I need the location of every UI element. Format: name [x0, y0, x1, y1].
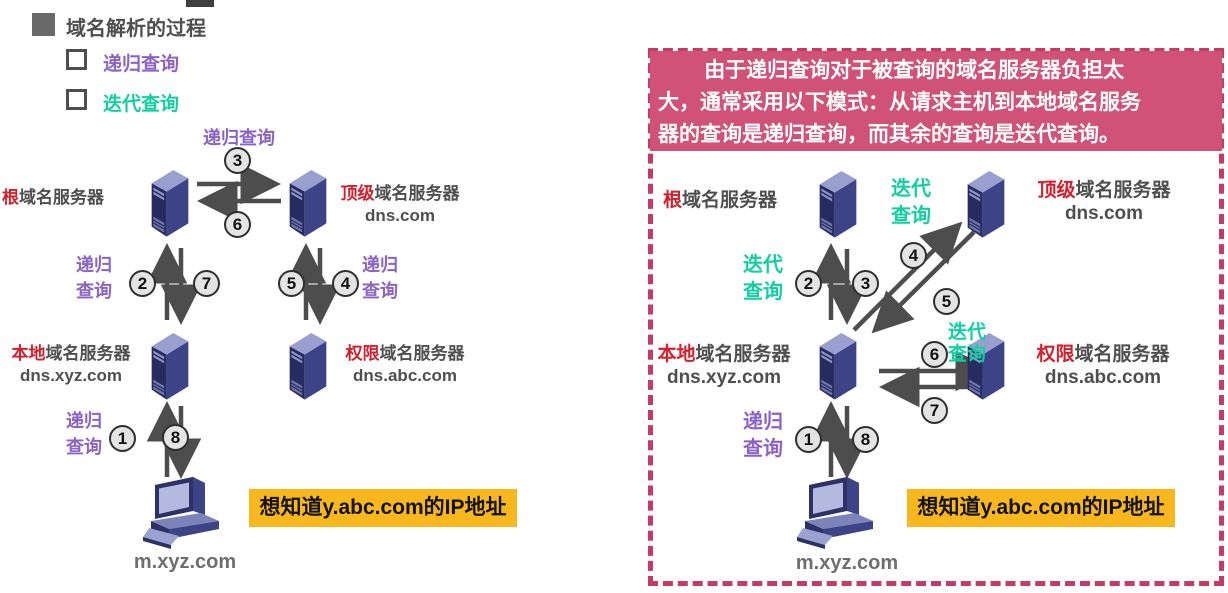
root-prefix: 根 — [2, 188, 19, 207]
computer-icon-left — [143, 471, 235, 551]
query-line: 递归 — [76, 255, 112, 275]
local-name: 域名服务器 — [695, 344, 791, 365]
tld-prefix: 顶级 — [340, 184, 375, 203]
server-icon-tld-left — [283, 161, 333, 239]
cropped-artifact — [186, 0, 214, 7]
query-line: 递归 — [743, 411, 783, 433]
step-circle-6-right: 6 — [921, 341, 948, 368]
goal-box-right: 想知道y.abc.com的IP地址 — [907, 489, 1175, 527]
query-line: 查询 — [743, 438, 783, 460]
server-icon-tld-right — [961, 162, 1011, 240]
step-circle-2-right: 2 — [795, 270, 822, 297]
query-line: 查询 — [743, 281, 783, 303]
auth-server-label-left: 权限域名服务器 dns.abc.com — [334, 343, 476, 387]
step-circle-1-left: 1 — [109, 425, 136, 452]
tld-server-label-right: 顶级域名服务器 dns.com — [1012, 179, 1196, 225]
root-server-label-right: 根域名服务器 — [663, 189, 777, 212]
server-icon-root-right — [813, 162, 863, 240]
server-icon-local-left — [145, 324, 195, 402]
tld-prefix: 顶级 — [1037, 180, 1076, 201]
query-label-recursive-left-mid: 递归 查询 — [74, 252, 114, 304]
auth-domain: dns.abc.com — [1044, 367, 1162, 388]
local-prefix: 本地 — [11, 344, 46, 363]
note-box: 由于递归查询对于被查询的域名服务器负担太 大，通常采用以下模式：从请求主机到本地… — [650, 51, 1222, 151]
auth-server-label-right: 权限域名服务器 dns.abc.com — [1008, 343, 1198, 389]
server-icon-auth-left — [283, 324, 333, 402]
step-circle-5-right: 5 — [933, 288, 960, 315]
auth-prefix: 权限 — [345, 344, 380, 363]
local-domain: dns.xyz.com — [666, 367, 782, 388]
note-line-1: 由于递归查询对于被查询的域名服务器负担太 — [704, 59, 1125, 82]
step-circle-3-right: 3 — [852, 270, 879, 297]
step-circle-7-right: 7 — [921, 397, 948, 424]
tld-server-label-left: 顶级域名服务器 dns.com — [334, 183, 466, 227]
server-icon-root-left — [145, 161, 195, 239]
root-server-label-left: 根域名服务器 — [2, 187, 104, 209]
query-line: 查询 — [66, 437, 102, 457]
step-circle-1-right: 1 — [795, 426, 822, 453]
query-line: 查询 — [948, 344, 987, 365]
auth-name: 域名服务器 — [379, 344, 465, 363]
root-name: 域名服务器 — [19, 188, 104, 207]
tld-name: 域名服务器 — [1075, 180, 1171, 201]
note-line-3: 器的查询是递归查询，而其余的查询是迭代查询。 — [658, 123, 1120, 146]
page-title: 域名解析的过程 — [66, 18, 206, 40]
query-line: 查询 — [76, 281, 112, 301]
auth-name: 域名服务器 — [1074, 344, 1170, 365]
step-circle-4-right: 4 — [900, 242, 927, 269]
query-line: 查询 — [362, 281, 398, 301]
server-icon-local-right — [813, 324, 863, 402]
step-circle-5-left: 5 — [278, 270, 305, 297]
root-name: 域名服务器 — [682, 190, 778, 211]
query-label-iterative-left-mid: 迭代 查询 — [740, 252, 786, 306]
step-circle-8-right: 8 — [852, 426, 879, 453]
query-line: 迭代 — [891, 178, 931, 200]
query-line: 迭代 — [948, 322, 987, 343]
right-panel-dashed-box — [648, 48, 1224, 586]
auth-prefix: 权限 — [1036, 344, 1075, 365]
legend-checkbox-recursive — [66, 49, 87, 70]
host-label-left: m.xyz.com — [133, 551, 237, 573]
step-circle-2-left: 2 — [129, 270, 156, 297]
root-prefix: 根 — [663, 190, 683, 211]
local-prefix: 本地 — [657, 344, 696, 365]
tld-name: 域名服务器 — [374, 184, 460, 203]
step-circle-4-left: 4 — [332, 270, 359, 297]
local-domain: dns.xyz.com — [19, 366, 123, 385]
query-label-recursive-bottom-left: 递归 查询 — [64, 408, 104, 460]
step-circle-7-left: 7 — [193, 270, 220, 297]
step-circle-6-left: 6 — [224, 211, 251, 238]
local-name: 域名服务器 — [45, 344, 131, 363]
local-server-label-left: 本地域名服务器 dns.xyz.com — [0, 343, 142, 387]
tld-domain: dns.com — [1064, 203, 1144, 224]
legend-label-iterative: 迭代查询 — [103, 94, 180, 115]
host-label-right: m.xyz.com — [795, 552, 899, 574]
note-line-2: 大，通常采用以下模式：从请求主机到本地域名服务 — [658, 91, 1141, 114]
goal-box-left: 想知道y.abc.com的IP地址 — [249, 489, 517, 527]
server-icon-auth-right — [961, 324, 1011, 402]
title-bullet-square — [32, 13, 55, 36]
legend-checkbox-iterative — [66, 89, 87, 110]
query-label-iterative-root-side: 迭代 查询 — [884, 176, 938, 230]
query-line: 迭代 — [743, 254, 783, 276]
auth-domain: dns.abc.com — [353, 366, 457, 385]
legend-label-recursive: 递归查询 — [103, 54, 180, 75]
query-line: 递归 — [362, 255, 398, 275]
step-circle-3-left: 3 — [224, 147, 251, 174]
tld-domain: dns.com — [365, 206, 435, 225]
local-server-label-right: 本地域名服务器 dns.xyz.com — [650, 343, 798, 389]
query-line: 递归 — [66, 411, 102, 431]
query-label-recursive-top-left: 递归查询 — [203, 128, 275, 148]
query-label-iterative-mid: 迭代 查询 — [948, 322, 994, 366]
step-circle-8-left: 8 — [162, 424, 189, 451]
query-line: 查询 — [891, 205, 931, 227]
query-label-recursive-right-mid: 递归 查询 — [360, 252, 400, 304]
query-label-recursive-bottom-right: 递归 查询 — [740, 409, 786, 463]
computer-icon-right — [797, 471, 889, 551]
